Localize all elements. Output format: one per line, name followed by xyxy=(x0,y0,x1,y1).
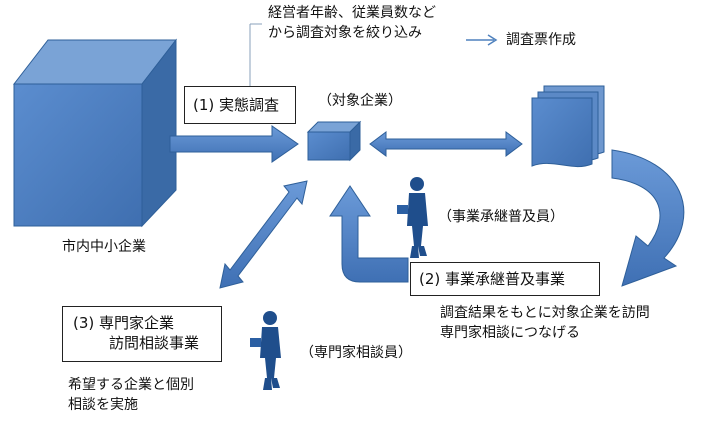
document-stack xyxy=(531,85,605,168)
specialist-desc-line-1: 希望する企業と個別 xyxy=(68,377,194,393)
survey-box-label: (1) 実態調査 xyxy=(193,96,280,114)
target-companies-label: （対象企業） xyxy=(318,93,402,109)
specialist-box-line-1: (3) 専門家企業 xyxy=(73,314,175,332)
specialist-box-line-2: 訪問相談事業 xyxy=(109,334,200,352)
succession-box-label: (2) 事業承継普及事業 xyxy=(419,270,566,288)
arrow-target-document xyxy=(369,131,523,157)
uturn-arrow-succession-to-target xyxy=(329,185,409,283)
survey-box: (1) 実態調査 xyxy=(184,86,296,124)
specialist-desc-line-2: 相談を実施 xyxy=(68,397,138,413)
specialist-consultants-label: （専門家相談員） xyxy=(300,345,412,361)
person-specialist-icon xyxy=(250,311,281,390)
succession-desc-line-2: 専門家相談につなげる xyxy=(440,325,580,341)
note-line-1: 経営者年齢、従業員数など xyxy=(268,5,436,21)
specialist-box: (3) 専門家企業 訪問相談事業 xyxy=(62,306,222,362)
note-pointer xyxy=(249,23,262,88)
note-arrow xyxy=(466,34,498,46)
arrow-target-specialist xyxy=(219,180,308,289)
curved-arrow-document-to-succession xyxy=(611,149,685,287)
note-line-2: から調査対象を絞り込み xyxy=(268,25,422,41)
city-smes-cube xyxy=(12,38,178,228)
succession-box: (2) 事業承継普及事業 xyxy=(410,262,600,296)
succession-staff-label: （事業承継普及員） xyxy=(438,209,564,225)
person-succession-staff-icon xyxy=(397,177,428,258)
survey-form-label: 調査票作成 xyxy=(506,32,576,48)
arrow-cube-to-target xyxy=(169,125,299,163)
succession-desc-line-1: 調査結果をもとに対象企業を訪問 xyxy=(440,305,650,321)
target-companies-cube xyxy=(306,120,362,162)
city-smes-label: 市内中小企業 xyxy=(62,239,146,255)
